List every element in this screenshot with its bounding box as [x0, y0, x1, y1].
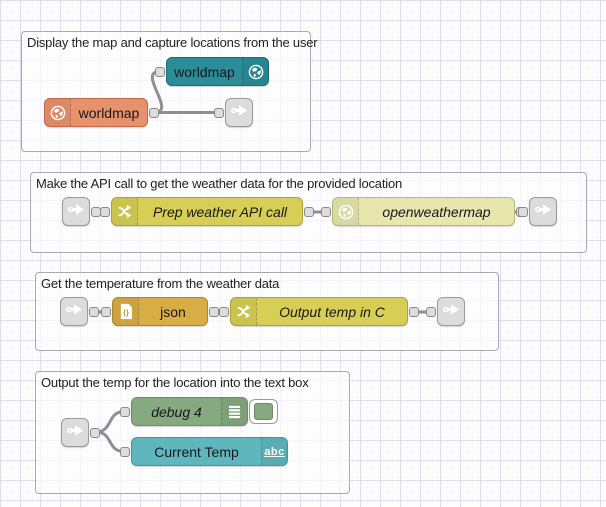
- svg-text:{}: {}: [123, 308, 129, 317]
- node-link-in[interactable]: [62, 197, 101, 226]
- node-link-out[interactable]: [518, 197, 557, 226]
- input-port[interactable]: [120, 406, 130, 417]
- input-port[interactable]: [100, 206, 110, 217]
- globe-icon: [333, 198, 359, 225]
- link-arrow-icon: [230, 101, 249, 125]
- link-arrow-icon: [442, 300, 461, 324]
- debug-toggle-active-indicator: [254, 403, 273, 420]
- input-port[interactable]: [101, 306, 111, 317]
- node-link-in[interactable]: [60, 297, 99, 326]
- globe-icon: [242, 58, 268, 85]
- node-link-in[interactable]: [61, 418, 100, 447]
- input-port[interactable]: [426, 306, 436, 317]
- input-port[interactable]: [214, 107, 224, 118]
- node-label: worldmap: [174, 63, 235, 80]
- node-label: Output temp in C: [279, 303, 385, 320]
- group-title: Make the API call to get the weather dat…: [36, 176, 402, 191]
- debug-lines-icon: [221, 398, 247, 425]
- output-port[interactable]: [90, 427, 100, 438]
- input-port[interactable]: [321, 206, 331, 217]
- swap-arrows-icon: [231, 298, 257, 325]
- node-link-out[interactable]: [426, 297, 465, 326]
- node-link-out[interactable]: [214, 98, 253, 127]
- node-debug-4[interactable]: debug 4: [120, 397, 248, 426]
- node-label: Current Temp: [154, 443, 239, 460]
- group-title: Output the temp for the location into th…: [41, 375, 309, 390]
- input-port[interactable]: [219, 306, 229, 317]
- group-output-temp[interactable]: Output the temp for the location into th…: [35, 371, 350, 494]
- node-label: Prep weather API call: [152, 203, 288, 220]
- abc-text-icon: abc: [261, 438, 287, 465]
- globe-icon: [45, 99, 71, 126]
- node-worldmap-display[interactable]: worldmap: [155, 57, 269, 86]
- node-current-temp[interactable]: Current Temp abc: [120, 437, 288, 466]
- group-display-map[interactable]: Display the map and capture locations fr…: [21, 31, 318, 152]
- link-arrow-icon: [65, 300, 84, 324]
- debug-toggle-button[interactable]: [249, 399, 278, 424]
- output-port[interactable]: [304, 206, 314, 217]
- input-port[interactable]: [155, 66, 165, 77]
- node-label: worldmap: [78, 104, 140, 121]
- node-prep-weather-api-call[interactable]: Prep weather API call: [100, 197, 314, 226]
- node-output-temp-in-c[interactable]: Output temp in C: [219, 297, 419, 326]
- output-port[interactable]: [409, 306, 419, 317]
- output-port[interactable]: [149, 107, 159, 118]
- node-worldmap-in[interactable]: worldmap: [44, 98, 159, 127]
- node-label: json: [160, 303, 186, 320]
- node-openweathermap[interactable]: openweathermap: [321, 197, 526, 226]
- wire[interactable]: [150, 70, 164, 114]
- node-label: openweathermap: [382, 203, 491, 220]
- link-arrow-icon: [66, 421, 85, 445]
- input-port[interactable]: [518, 206, 528, 217]
- link-arrow-icon: [67, 200, 86, 224]
- group-title: Get the temperature from the weather dat…: [41, 276, 280, 291]
- output-port[interactable]: [89, 306, 99, 317]
- json-file-icon: {}: [113, 298, 139, 325]
- output-port[interactable]: [209, 306, 219, 317]
- swap-arrows-icon: [112, 198, 138, 225]
- group-title: Display the map and capture locations fr…: [27, 35, 318, 50]
- input-port[interactable]: [120, 446, 130, 457]
- link-arrow-icon: [534, 200, 553, 224]
- node-label: debug 4: [151, 403, 202, 420]
- node-json[interactable]: {} json: [101, 297, 219, 326]
